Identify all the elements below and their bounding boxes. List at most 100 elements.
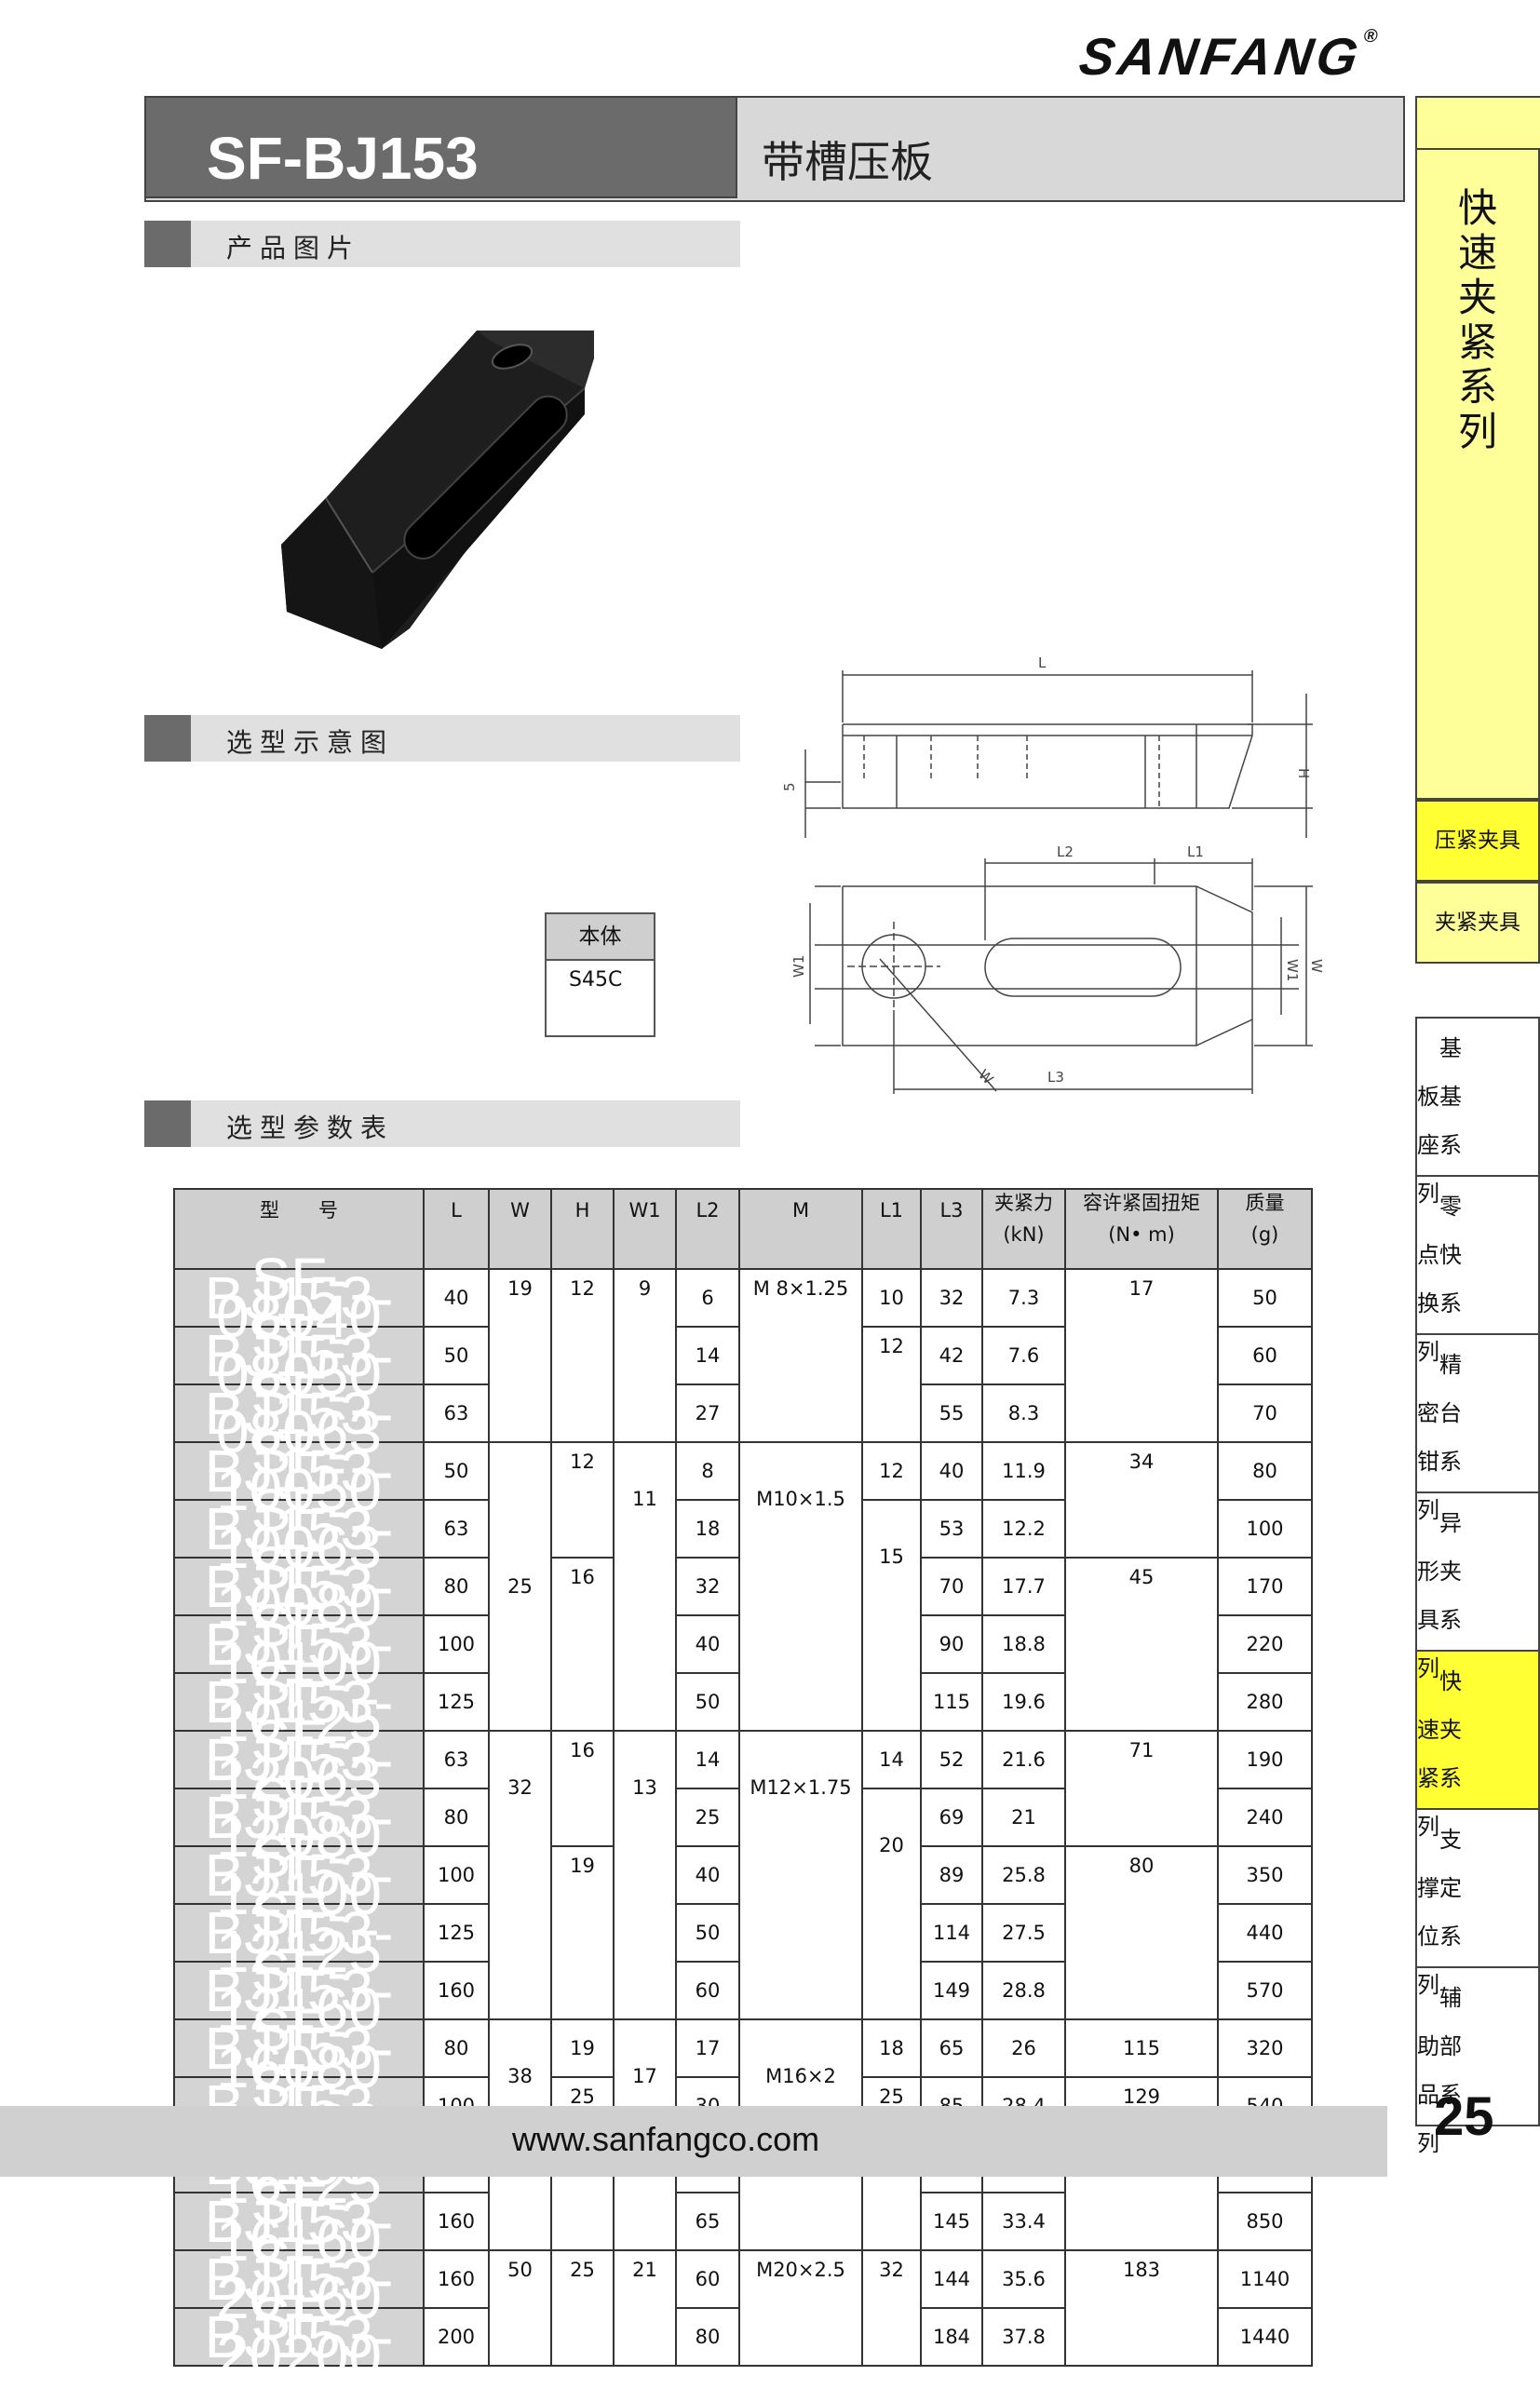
table-cell: M10×1.5 <box>738 1441 863 1732</box>
sidebar-item-label: 系 列 <box>1417 2082 1490 2156</box>
table-cell: 7.3 <box>981 1268 1066 1328</box>
model-cell: SF-BJ153-10063 <box>173 1480 425 1577</box>
section-photo: 产品图片 <box>144 221 740 267</box>
table-cell: 65 <box>675 2192 740 2251</box>
table-cell: 160 <box>423 2192 490 2251</box>
sidebar-item-label: 支 撑 <box>1417 1827 1490 1901</box>
sidebar-vertical-title: 快速夹紧系列 <box>1457 185 1497 454</box>
table-cell: 32 <box>488 1730 552 2020</box>
sidebar-item-label: 基 板 <box>1417 1035 1490 1110</box>
sidebar-series-list: 基 板基 座系 列 零 点快 换系 列 精 密台 钳系 列 异 形夹 具系 列 … <box>1415 1017 1540 2156</box>
table-cell: 71 <box>1064 1730 1219 1847</box>
table-cell: 80 <box>423 2018 490 2078</box>
table-cell: 60 <box>1217 1326 1313 1385</box>
table-cell: 60 <box>675 2249 740 2309</box>
table-cell: 183 <box>1064 2249 1219 2367</box>
sidebar-item-auxiliary-parts[interactable]: 辅 助部 品系 列 <box>1417 1968 1538 2156</box>
model-number: SF-BJ153 <box>207 125 479 192</box>
table-cell: 160 <box>423 1961 490 2020</box>
sidebar-tab-press-clamp[interactable]: 压紧夹具 <box>1415 800 1540 882</box>
table-cell: 25 <box>488 1441 552 1732</box>
sidebar-item-label: 系 列 <box>1417 1449 1490 1523</box>
table-cell: W <box>488 1188 552 1270</box>
table-cell: L2 <box>675 1188 740 1270</box>
sidebar-item-label: 系 列 <box>1417 1765 1490 1840</box>
table-cell: 40 <box>675 1845 740 1905</box>
sidebar-item-label: 部 品 <box>1417 2033 1490 2108</box>
table-cell: 100 <box>423 1845 490 1905</box>
table-cell: W1 <box>613 1188 677 1270</box>
table-cell: 21.6 <box>981 1730 1066 1789</box>
product-photo <box>281 331 594 649</box>
table-cell: 280 <box>1217 1672 1313 1732</box>
table-cell: M 8×1.25 <box>738 1268 863 1443</box>
table-cell: 40 <box>920 1441 983 1501</box>
table-cell: 型 号 <box>173 1188 425 1270</box>
table-cell: 52 <box>920 1730 983 1789</box>
sidebar-item-base-plate[interactable]: 基 板基 座系 列 <box>1417 1019 1538 1207</box>
sidebar-item-label: 夹 紧 <box>1417 1717 1490 1791</box>
table-cell: 8.3 <box>981 1383 1066 1443</box>
spec-table: 型 号 L W H W1 L2 M L1 L3 夹紧力(kN) 容许紧固扭矩(N… <box>173 1188 1313 2385</box>
table-cell: 26 <box>981 2018 1066 2078</box>
table-cell: 63 <box>423 1499 490 1559</box>
table-cell: 100 <box>1217 1499 1313 1559</box>
table-cell: 15 <box>861 1499 922 1732</box>
table-cell: 25 <box>675 1788 740 1847</box>
sidebar-item-label: 系 列 <box>1417 1607 1490 1681</box>
table-cell: 19 <box>550 1845 615 2020</box>
technical-drawing: L H 5 L2 L1 W1 W1 W L3 W <box>781 655 1322 1094</box>
table-cell: 17 <box>675 2018 740 2078</box>
table-cell: 27 <box>675 1383 740 1443</box>
sidebar-item-label: 夹 具 <box>1417 1559 1490 1633</box>
sidebar-item-label: 精 密 <box>1417 1352 1490 1426</box>
table-cell: 114 <box>920 1903 983 1963</box>
table-cell: 69 <box>920 1788 983 1847</box>
table-cell: 夹紧力(kN) <box>981 1188 1066 1270</box>
dim-5: 5 <box>781 782 798 791</box>
table-cell: 80 <box>423 1788 490 1847</box>
table-cell: 63 <box>423 1730 490 1789</box>
table-cell: 12.2 <box>981 1499 1066 1559</box>
sidebar-tab-clamp-fixture[interactable]: 夹紧夹具 <box>1415 882 1540 964</box>
sidebar-item-label: 零 点 <box>1417 1194 1490 1268</box>
table-cell: H <box>550 1188 615 1270</box>
table-cell: 50 <box>423 1441 490 1501</box>
model-cell: SF-BJ153-08040 <box>173 1249 425 1346</box>
table-cell: 80 <box>1064 1845 1219 2020</box>
sidebar-item-quick-clamp[interactable]: 快 速夹 紧系 列 <box>1417 1652 1538 1840</box>
table-cell: 440 <box>1217 1903 1313 1963</box>
table-cell: 11 <box>613 1441 677 1732</box>
table-cell: 34 <box>1064 1441 1219 1559</box>
sidebar-top <box>1415 96 1540 150</box>
table-cell: 容许紧固扭矩(N• m) <box>1064 1188 1219 1270</box>
table-cell: 570 <box>1217 1961 1313 2020</box>
sidebar-item-label: 系 列 <box>1417 1923 1490 1998</box>
sidebar-item-label: 辅 助 <box>1417 1985 1490 2059</box>
product-name: 带槽压板 <box>762 137 933 187</box>
table-cell: 12 <box>550 1441 615 1559</box>
sidebar-item-support-locate[interactable]: 支 撑定 位系 列 <box>1417 1810 1538 1998</box>
table-cell: 19.6 <box>981 1672 1066 1732</box>
table-cell: 19 <box>550 2018 615 2078</box>
footer-url[interactable]: www.sanfangco.com <box>512 2120 820 2158</box>
table-cell: 70 <box>920 1557 983 1616</box>
table-cell: 320 <box>1217 2018 1313 2078</box>
table-cell: 12 <box>550 1268 615 1443</box>
sidebar-item-special-fixture[interactable]: 异 形夹 具系 列 <box>1417 1493 1538 1681</box>
table-cell: 10 <box>861 1268 922 1328</box>
model-cell: SF-BJ153-12125 <box>173 1884 425 1981</box>
table-cell: 18.8 <box>981 1614 1066 1674</box>
table-cell: M20×2.5 <box>738 2249 863 2367</box>
table-cell: 125 <box>423 1903 490 1963</box>
sidebar-item-precision-vise[interactable]: 精 密台 钳系 列 <box>1417 1335 1538 1523</box>
table-cell: 100 <box>423 1614 490 1674</box>
table-cell: 89 <box>920 1845 983 1905</box>
sidebar-item-label: 基 座 <box>1417 1084 1490 1158</box>
sidebar-item-label: 异 形 <box>1417 1510 1490 1585</box>
sidebar-item-zero-point[interactable]: 零 点快 换系 列 <box>1417 1177 1538 1365</box>
table-cell: 115 <box>1064 2018 1219 2078</box>
